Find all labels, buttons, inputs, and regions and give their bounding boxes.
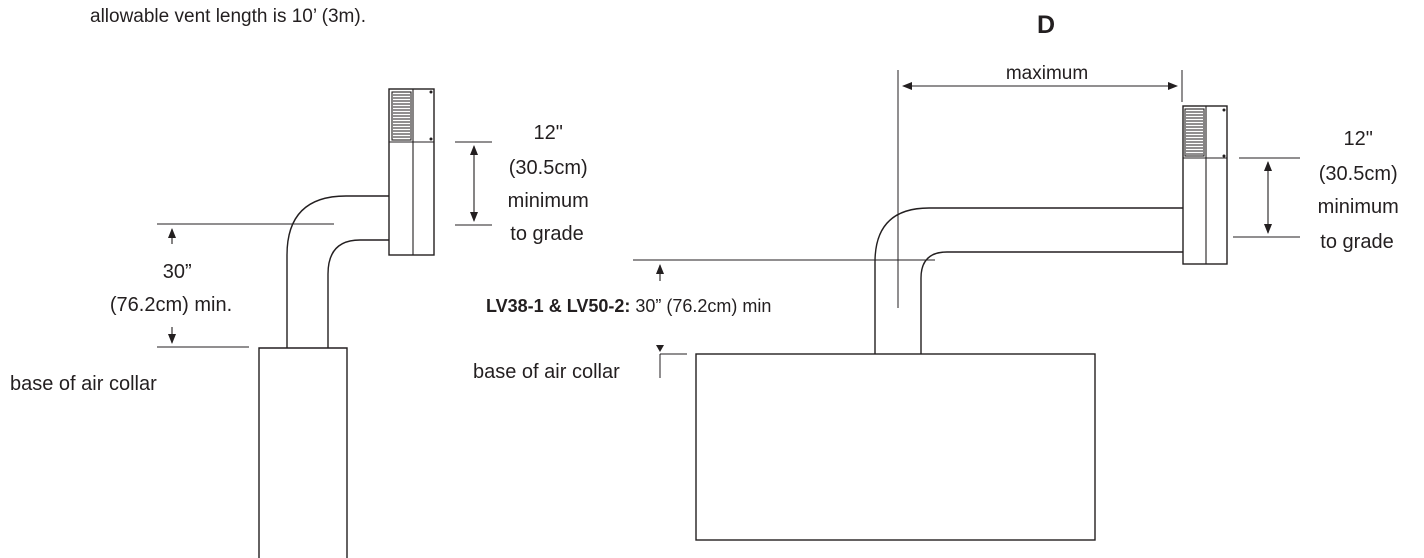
right-appliance-body bbox=[695, 353, 1096, 541]
right-rise-label: LV38-1 & LV50-2: 30” (76.2cm) min bbox=[486, 296, 771, 316]
right-base-label: base of air collar bbox=[473, 361, 620, 383]
left-vent-terminal bbox=[388, 88, 435, 256]
right-vent-pipe-inner bbox=[920, 251, 1183, 354]
left-base-label: base of air collar bbox=[10, 373, 157, 395]
right-figure: maximum 12" (30.5cm) minimum to grade LV… bbox=[473, 60, 1405, 541]
left-figure: 12" (30.5cm) minimum to grade 30” (76.2c… bbox=[10, 88, 595, 558]
right-vent-terminal bbox=[1182, 105, 1228, 265]
left-clearance-label: 12" (30.5cm) minimum to grade bbox=[508, 122, 595, 245]
right-vent-pipe-outer bbox=[874, 207, 1183, 354]
right-terminal-louvers-icon bbox=[1186, 111, 1203, 155]
left-vent-pipe-outer bbox=[286, 195, 389, 348]
right-clearance-label: 12" (30.5cm) minimum to grade bbox=[1318, 128, 1405, 253]
left-rise-label: 30” (76.2cm) min. bbox=[110, 261, 232, 316]
left-vent-pipe-inner bbox=[327, 239, 389, 348]
right-maximum-label: maximum bbox=[1006, 63, 1088, 84]
dimension-letter-d: D bbox=[1037, 11, 1055, 39]
left-appliance-body bbox=[258, 347, 348, 558]
intro-text: allowable vent length is 10’ (3m). bbox=[90, 6, 366, 27]
left-terminal-louvers-icon bbox=[393, 94, 410, 138]
